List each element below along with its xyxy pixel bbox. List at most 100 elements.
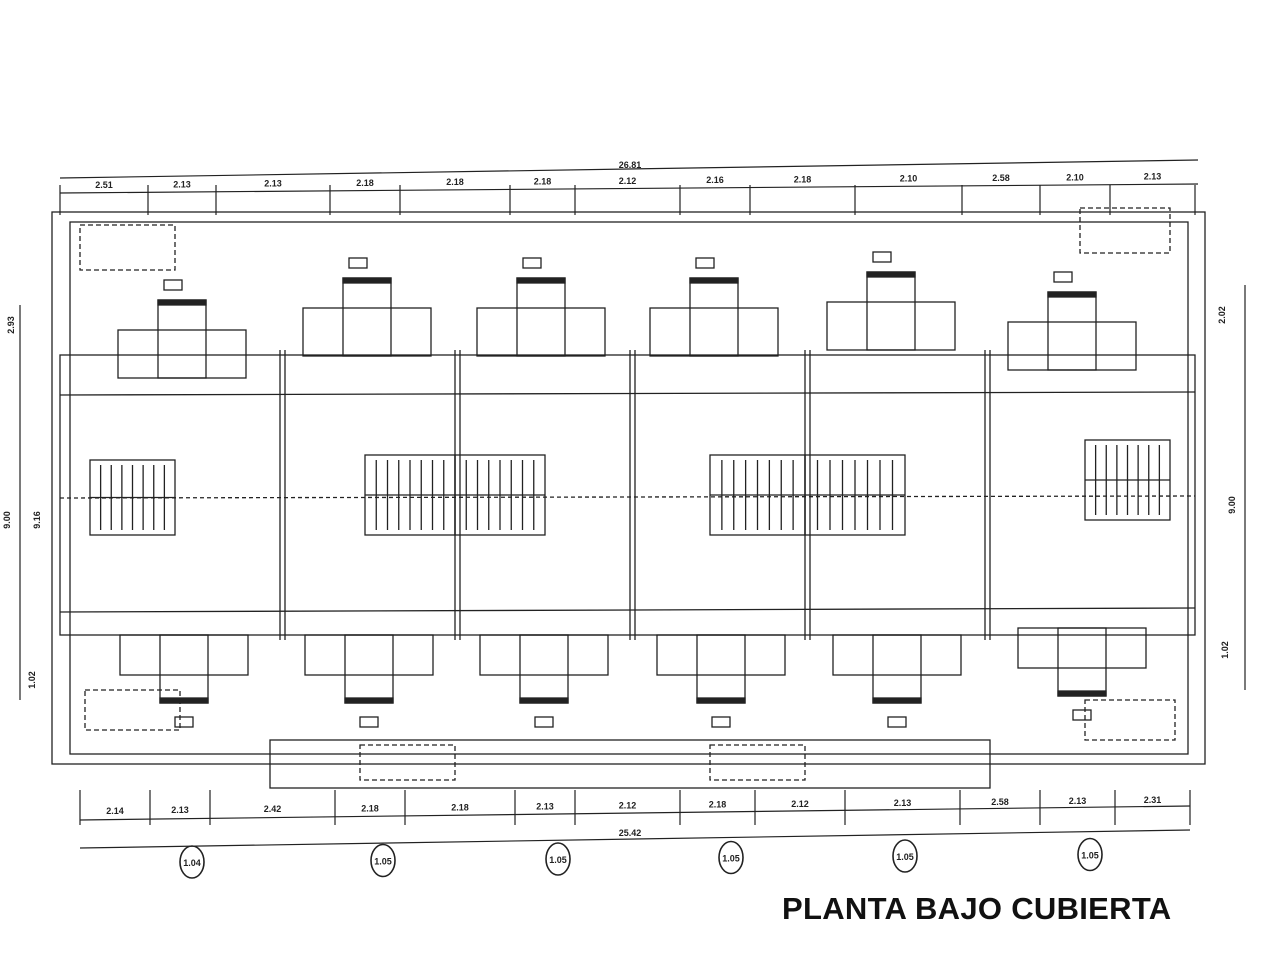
dormer-bottom bbox=[1057, 627, 1107, 697]
dormer-bottom bbox=[872, 634, 922, 704]
room-tag bbox=[174, 716, 194, 728]
bottom-dimension-label: 2.58 bbox=[991, 797, 1009, 807]
top-dimension-label: 2.13 bbox=[1144, 172, 1162, 182]
room-tag bbox=[887, 716, 907, 728]
top-dimension-label: 2.18 bbox=[446, 177, 464, 187]
dormer-bottom-wall bbox=[479, 634, 609, 676]
dormer-bottom-wall bbox=[656, 634, 786, 676]
left-dimension-label: 1.02 bbox=[27, 671, 37, 689]
room-tag bbox=[872, 251, 892, 263]
top-dimension-label: 2.18 bbox=[534, 177, 552, 187]
dormer-bottom-wall bbox=[119, 634, 249, 676]
dormer-top-lintel bbox=[1047, 291, 1097, 298]
dimension-lines bbox=[19, 159, 1246, 849]
dormer-bottom-lintel bbox=[1057, 690, 1107, 697]
bottom-dimension-label: 2.31 bbox=[1144, 795, 1162, 805]
room-tag bbox=[534, 716, 554, 728]
dormer-bottom bbox=[696, 634, 746, 704]
inner-boundary bbox=[69, 221, 1189, 755]
dormer-top-wall bbox=[476, 307, 606, 357]
dormer-top bbox=[689, 277, 739, 357]
axis-marker-circle bbox=[892, 839, 918, 873]
top-dimension-label: 2.12 bbox=[619, 176, 637, 186]
right-dimension-label: 1.02 bbox=[1220, 641, 1230, 659]
skylight-outline bbox=[1079, 207, 1171, 254]
axis-marker-label: 1.05 bbox=[549, 855, 567, 865]
skylight-outline bbox=[1084, 699, 1176, 741]
bottom-total-label: 25.42 bbox=[619, 828, 642, 838]
axis-marker-circle bbox=[545, 842, 571, 876]
room-tag bbox=[1053, 271, 1073, 283]
axis-marker-label: 1.05 bbox=[722, 854, 740, 864]
bottom-dimension-label: 2.12 bbox=[791, 799, 809, 809]
bottom-dimension-label: 2.42 bbox=[264, 804, 282, 814]
bottom-dimension-label: 2.13 bbox=[536, 802, 554, 812]
dormer-bottom-lintel bbox=[159, 697, 209, 704]
drawing-title: PLANTA BAJO CUBIERTA bbox=[782, 891, 1172, 926]
room-tag bbox=[695, 257, 715, 269]
dormer-bottom-lintel bbox=[344, 697, 394, 704]
dormer-top-wall bbox=[826, 301, 956, 351]
top-dimension-label: 2.10 bbox=[900, 174, 918, 184]
dormer-bottom-wall bbox=[1017, 627, 1147, 669]
bottom-dimension-label: 2.18 bbox=[709, 800, 727, 810]
top-dimension-label: 2.18 bbox=[794, 174, 812, 184]
left-dimension-label: 9.16 bbox=[32, 511, 42, 529]
center-axis bbox=[59, 495, 1196, 499]
main-body-wall bbox=[59, 354, 1196, 636]
dormer-bottom bbox=[159, 634, 209, 704]
plan-structure bbox=[51, 207, 1206, 789]
skylight-outline bbox=[79, 224, 176, 271]
right-dimension-label: 9.00 bbox=[1227, 496, 1237, 514]
top-dimension-label: 2.10 bbox=[1066, 172, 1084, 182]
axis-marker-circle bbox=[1077, 837, 1103, 872]
dormer-top-lintel bbox=[689, 277, 739, 284]
bottom-dimension-label: 2.14 bbox=[106, 806, 124, 816]
dormer-bottom-wall bbox=[832, 634, 962, 676]
skylight-outline bbox=[709, 744, 806, 781]
top-dimension-label: 2.16 bbox=[706, 175, 724, 185]
dormer-bottom bbox=[519, 634, 569, 704]
top-total-dimension-line bbox=[59, 159, 1199, 179]
lower-eave bbox=[269, 739, 991, 789]
skylight-outline bbox=[359, 744, 456, 781]
dormer-top-wall bbox=[117, 329, 247, 379]
dormer-bottom bbox=[344, 634, 394, 704]
axis-marker-label: 1.05 bbox=[1081, 851, 1099, 861]
bottom-dimension-label: 2.13 bbox=[171, 805, 189, 815]
axis-marker-circle bbox=[718, 840, 744, 875]
room-tag bbox=[163, 279, 183, 291]
outer-boundary bbox=[51, 211, 1206, 765]
bottom-dimension-label: 2.12 bbox=[619, 801, 637, 811]
top-dimension-label: 2.51 bbox=[95, 180, 113, 190]
dormer-top bbox=[866, 271, 916, 351]
top-segment-dimension-line bbox=[59, 183, 1199, 194]
room-tag bbox=[522, 257, 542, 269]
top-dimension-label: 2.13 bbox=[264, 179, 282, 189]
dormer-top bbox=[1047, 291, 1097, 371]
axis-marker-label: 1.05 bbox=[896, 852, 914, 862]
dormer-top-lintel bbox=[866, 271, 916, 278]
axis-marker-label: 1.04 bbox=[183, 858, 201, 868]
dormer-top-lintel bbox=[342, 277, 392, 284]
top-total-label: 26.81 bbox=[619, 160, 642, 170]
dormer-top bbox=[516, 277, 566, 357]
axis-marker-label: 1.05 bbox=[374, 857, 392, 867]
dormer-top-wall bbox=[649, 307, 779, 357]
room-tag bbox=[711, 716, 731, 728]
dormer-top-wall bbox=[1007, 321, 1137, 371]
room-tag bbox=[348, 257, 368, 269]
bottom-dimension-label: 2.13 bbox=[1069, 796, 1087, 806]
dimension-labels: 2.51 2.13 2.13 2.18 2.18 2.18 2.12 2.16 2.18 2.10… bbox=[2, 160, 1237, 838]
dormer-bottom-lintel bbox=[696, 697, 746, 704]
dormer-top-lintel bbox=[157, 299, 207, 306]
top-dimension-label: 2.13 bbox=[173, 179, 191, 189]
bottom-dimension-label: 2.18 bbox=[361, 803, 379, 813]
right-dimension-label: 2.02 bbox=[1217, 306, 1227, 324]
dormer-bottom-lintel bbox=[519, 697, 569, 704]
bottom-dimension-label: 2.13 bbox=[894, 798, 912, 808]
dormer-bottom-wall bbox=[304, 634, 434, 676]
axis-marker-circle bbox=[370, 843, 396, 878]
top-dimension-label: 2.58 bbox=[992, 173, 1010, 183]
